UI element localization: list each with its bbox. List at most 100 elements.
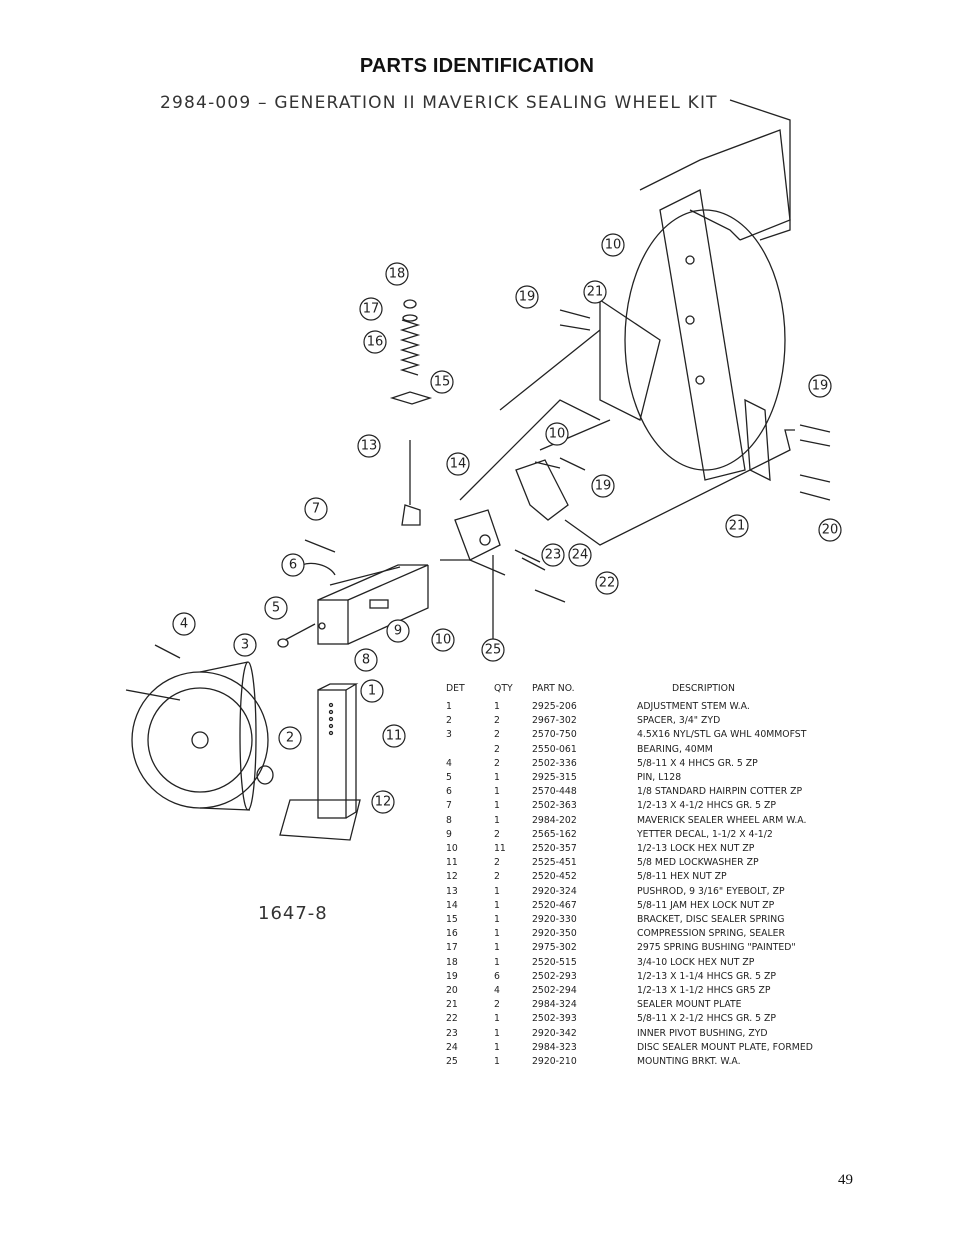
svg-text:14: 14	[450, 457, 467, 472]
callout-19: 19	[808, 374, 832, 398]
part-no-cell: 2550-061	[532, 743, 577, 755]
det-cell: 17	[446, 942, 458, 954]
det-cell: 20	[446, 985, 458, 997]
svg-text:24: 24	[572, 548, 589, 563]
part-no-cell: 2984-323	[532, 1041, 577, 1053]
mounting-bracket	[440, 509, 546, 640]
description-cell: YETTER DECAL, 1-1/2 X 4-1/2	[637, 828, 773, 840]
det-cell: 5	[446, 772, 452, 784]
det-cell: 7	[446, 800, 452, 812]
svg-text:10: 10	[549, 427, 566, 442]
svg-text:22: 22	[599, 576, 616, 591]
qty-cell: 6	[494, 970, 500, 982]
svg-text:7: 7	[312, 502, 320, 517]
qty-cell: 1	[494, 1041, 500, 1053]
qty-cell: 11	[494, 843, 506, 855]
callout-22: 22	[595, 571, 619, 595]
callout-15: 15	[430, 370, 454, 394]
det-cell: 21	[446, 999, 458, 1011]
callout-25: 25	[481, 638, 505, 662]
qty-cell: 1	[494, 701, 500, 712]
callout-16: 16	[363, 330, 387, 354]
svg-text:1: 1	[368, 684, 376, 699]
description-cell: 5/8-11 JAM HEX LOCK NUT ZP	[637, 899, 775, 911]
disc-sealer-assembly	[599, 99, 791, 482]
description-cell: 5/8-11 X 4 HHCS GR. 5 ZP	[637, 757, 758, 769]
svg-text:15: 15	[434, 375, 451, 390]
callout-5: 5	[264, 596, 288, 620]
callout-17: 17	[359, 297, 383, 321]
svg-text:6: 6	[289, 558, 297, 573]
part-no-cell: 2502-363	[532, 800, 577, 812]
det-cell: 14	[446, 899, 458, 911]
part-no-cell: 2975-302	[532, 942, 577, 954]
pushrod-and-spring	[389, 299, 433, 526]
callout-21: 21	[725, 514, 749, 538]
svg-text:3: 3	[241, 638, 249, 653]
part-no-cell: 2920-210	[532, 1056, 577, 1068]
callout-10: 10	[545, 422, 569, 446]
callout-13: 13	[357, 434, 381, 458]
callout-7: 7	[304, 497, 328, 521]
qty-cell: 2	[494, 757, 500, 769]
page-number: 49	[838, 1172, 853, 1188]
sealer-wheel-arm	[317, 564, 429, 645]
description-cell: PIN, L128	[637, 772, 682, 784]
det-cell: 8	[446, 814, 452, 826]
header-part-no: PART NO.	[532, 683, 575, 694]
callout-12: 12	[371, 790, 395, 814]
svg-text:16: 16	[367, 335, 384, 350]
det-cell: 18	[446, 956, 458, 968]
det-cell: 25	[446, 1056, 458, 1068]
svg-text:9: 9	[394, 624, 402, 639]
qty-cell: 1	[494, 899, 500, 911]
description-cell: 5/8 MED LOCKWASHER ZP	[637, 857, 759, 869]
part-no-cell: 2570-448	[532, 786, 577, 798]
description-cell: 1/2-13 LOCK HEX NUT ZP	[637, 843, 755, 855]
det-cell	[436, 743, 494, 757]
description-cell: SPACER, 3/4" ZYD	[637, 715, 721, 727]
svg-text:19: 19	[519, 290, 536, 305]
det-cell: 10	[446, 843, 458, 855]
part-no-cell: 2967-302	[532, 715, 577, 727]
callout-19: 19	[591, 474, 615, 498]
callout-21: 21	[583, 280, 607, 304]
det-cell: 22	[446, 1013, 458, 1025]
sealing-wheel	[125, 661, 269, 811]
description-cell: 1/2-13 X 1-1/4 HHCS GR. 5 ZP	[637, 970, 777, 982]
callout-14: 14	[446, 452, 470, 476]
callout-10: 10	[601, 233, 625, 257]
det-cell: 4	[446, 757, 452, 769]
qty-cell: 2	[494, 715, 500, 727]
part-no-cell: 2925-315	[532, 772, 577, 784]
description-cell: INNER PIVOT BUSHING, ZYD	[637, 1027, 768, 1039]
det-cell: 16	[446, 928, 458, 940]
svg-text:25: 25	[485, 643, 502, 658]
bolt-part	[154, 644, 181, 659]
det-cell: 23	[446, 1027, 458, 1039]
qty-cell: 1	[494, 814, 500, 826]
qty-cell: 1	[494, 772, 500, 784]
qty-cell: 1	[494, 1027, 500, 1039]
part-no-cell: 2565-162	[532, 828, 577, 840]
svg-text:19: 19	[812, 379, 829, 394]
callout-10: 10	[431, 628, 455, 652]
det-cell: 15	[446, 914, 458, 926]
svg-text:8: 8	[362, 653, 370, 668]
description-cell: 4.5X16 NYL/STL GA WHL 40MMOFST	[637, 729, 807, 741]
det-cell: 6	[446, 786, 452, 798]
description-cell: ADJUSTMENT STEM W.A.	[637, 701, 750, 712]
part-no-cell: 2984-202	[532, 814, 577, 826]
bolt-part-22	[534, 589, 566, 603]
qty-cell: 2	[494, 871, 500, 883]
